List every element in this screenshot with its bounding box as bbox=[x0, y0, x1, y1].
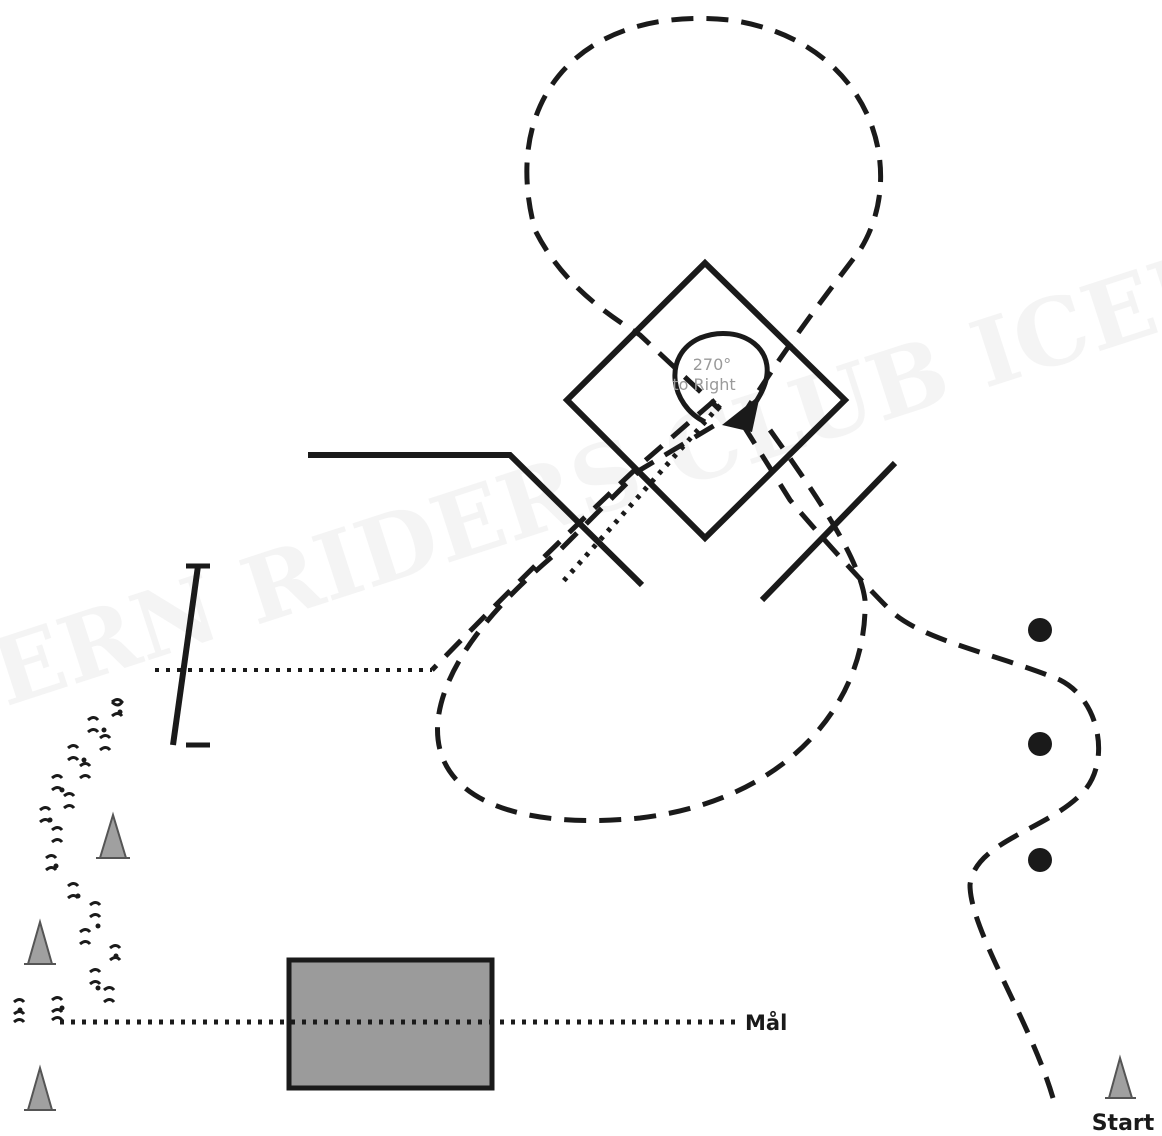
chute-right-wall bbox=[759, 460, 898, 603]
lope-hoofprints bbox=[13, 698, 124, 1024]
spin-arrow-head bbox=[722, 395, 760, 432]
dotted-route-center bbox=[558, 403, 722, 587]
cone-1 bbox=[98, 811, 128, 859]
marker-dot-1 bbox=[1028, 618, 1052, 642]
cone-3 bbox=[26, 1064, 54, 1111]
dashed-route-serpentine bbox=[737, 418, 1102, 1099]
spin-direction-label: to Right bbox=[672, 375, 735, 394]
dashed-route-top-loop bbox=[524, 16, 883, 422]
goal-label: Mål bbox=[745, 1010, 787, 1035]
spin-box bbox=[562, 258, 850, 543]
pole-gate bbox=[170, 565, 201, 746]
start-label: Start bbox=[1092, 1111, 1155, 1136]
marker-dot-2 bbox=[1028, 732, 1052, 756]
cone-2 bbox=[26, 918, 54, 965]
dashed-route-exit bbox=[430, 398, 717, 672]
dashed-route-lower-loop bbox=[435, 422, 868, 823]
marker-dot-3 bbox=[1028, 848, 1052, 872]
chute-left-wall bbox=[308, 452, 645, 588]
spin-degrees-label: 270° bbox=[693, 355, 732, 374]
start-cone bbox=[1107, 1054, 1134, 1099]
lope-hoofprint-dots bbox=[17, 709, 123, 1013]
